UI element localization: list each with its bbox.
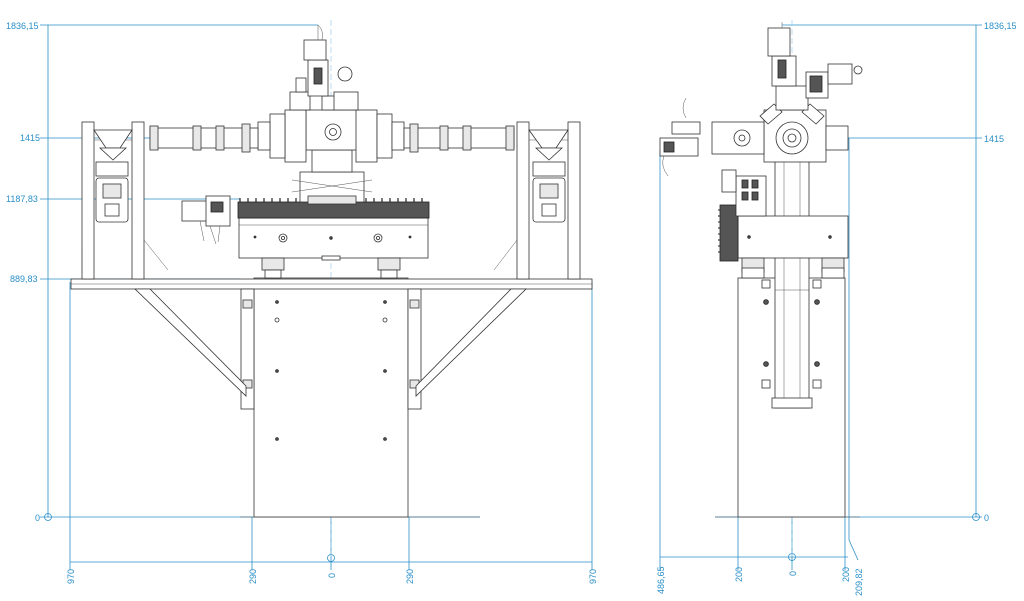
side-cabinet-holes (761, 279, 822, 389)
side-dim-0-center: 0 (788, 571, 798, 576)
side-dim-0: 0 (984, 513, 989, 523)
front-base-cabinet (253, 277, 409, 518)
side-dim-486: 486,65 (656, 566, 666, 594)
front-dim-290-left: 290 (248, 569, 258, 584)
front-frame-right (493, 121, 581, 280)
front-dim-970-left: 970 (66, 569, 76, 584)
front-dim-1187: 1187,83 (6, 194, 38, 204)
front-dim-1415: 1415 (20, 133, 40, 143)
front-dim-970-right: 970 (588, 569, 598, 584)
side-chamber (659, 22, 863, 177)
side-dim-209: 209,82 (854, 568, 864, 596)
side-heatsink (718, 169, 767, 262)
front-cabinet-holes (274, 300, 388, 441)
side-dim-1836: 1836,15 (984, 21, 1017, 31)
side-dim-1415: 1415 (984, 134, 1004, 144)
side-dim-200-right: 200 (841, 567, 851, 582)
front-arm-left (149, 123, 259, 153)
front-dim-889: 889,83 (10, 274, 38, 284)
side-dim-200-left: 200 (734, 567, 744, 582)
front-central-mechanism (257, 24, 405, 205)
side-platform (737, 215, 849, 279)
side-height-dimensions: 1836,15 1415 0 (715, 21, 1017, 523)
front-dim-290-right: 290 (405, 569, 415, 584)
front-post-left (240, 288, 255, 410)
front-motor-box (181, 195, 231, 245)
front-dim-0-center: 0 (327, 573, 337, 578)
front-platform (238, 217, 429, 279)
front-arm-right (403, 123, 515, 153)
front-frame-left (81, 121, 169, 280)
front-dim-0: 0 (35, 513, 40, 523)
front-height-dimensions: 1836,15 1415 1187,83 889,83 0 (6, 21, 480, 523)
front-heatsink (237, 198, 430, 219)
front-width-dimensions: 970 290 0 290 970 (66, 282, 598, 584)
front-view: 1836,15 1415 1187,83 889,83 0 970 290 0 … (6, 20, 598, 584)
front-braces (134, 288, 527, 397)
front-post-right (407, 288, 422, 410)
side-view: 1836,15 1415 0 486,65 200 0 200 209,82 (656, 20, 1017, 596)
side-column (771, 149, 813, 409)
front-dim-1836: 1836,15 (6, 21, 39, 31)
